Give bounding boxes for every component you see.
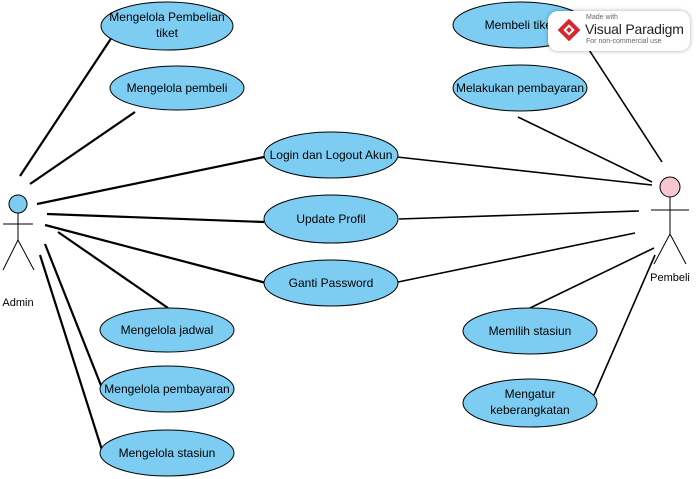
use-case-kelola-stasiun[interactable]: Mengelola stasiun xyxy=(99,429,235,477)
assoc-admin-kelola-stasiun xyxy=(38,254,104,451)
use-case-kelola-pembayaran[interactable]: Mengelola pembayaran xyxy=(99,365,235,413)
assoc-pembeli-ganti-password xyxy=(397,232,636,283)
use-case-kelola-pembelian-tiket[interactable]: Mengelola Pembelian tiket xyxy=(100,1,234,51)
use-case-memilih-stasiun[interactable]: Memilih stasiun xyxy=(462,307,598,355)
use-case-ganti-password[interactable]: Ganti Password xyxy=(263,259,399,307)
use-case-update-profil[interactable]: Update Profil xyxy=(263,194,399,244)
assoc-admin-kelola-pembeli xyxy=(29,111,136,185)
pembeli-actor[interactable] xyxy=(651,176,689,265)
assoc-admin-kelola-jadwal xyxy=(57,231,169,309)
watermark-brand: Visual Paradigm xyxy=(585,21,684,37)
use-case-label: Mengelola pembayaran xyxy=(104,382,229,396)
use-case-label-line1: Mengatur xyxy=(505,387,556,401)
assoc-pembeli-memilih-stasiun xyxy=(529,247,655,309)
admin-label: Admin xyxy=(2,297,33,309)
assoc-pembeli-mengatur-keberangkatan xyxy=(593,254,656,396)
use-case-label-line1: Mengelola Pembelian xyxy=(109,10,224,24)
assoc-pembeli-login-logout xyxy=(396,156,653,186)
admin-actor[interactable] xyxy=(2,194,35,271)
admin-leg-right xyxy=(17,239,35,271)
use-case-mengatur-keberangkatan[interactable]: Mengatur keberangkatan xyxy=(462,378,598,428)
use-case-label: Login dan Logout Akun xyxy=(270,148,393,162)
pembeli-label: Pembeli xyxy=(650,272,690,284)
use-case-label: Memilih stasiun xyxy=(489,324,572,338)
use-case-label: Mengelola jadwal xyxy=(121,323,214,337)
assoc-admin-kelola-pembayaran xyxy=(43,243,104,389)
watermark-made-with: Made with xyxy=(586,14,618,21)
use-case-label: Membeli tiket xyxy=(485,18,556,32)
admin-associations xyxy=(19,33,271,451)
admin-head xyxy=(8,194,28,214)
assoc-admin-ganti-password xyxy=(44,223,271,286)
use-case-kelola-jadwal[interactable]: Mengelola jadwal xyxy=(99,307,235,353)
use-case-label: Update Profil xyxy=(296,212,365,226)
use-case-label-line2: keberangkatan xyxy=(490,403,569,417)
visual-paradigm-watermark: Made with Visual Paradigm For non-commer… xyxy=(548,11,690,51)
use-case-label: Mengelola stasiun xyxy=(119,446,216,460)
assoc-admin-update-profil xyxy=(46,212,265,224)
assoc-pembeli-membeli-tiket xyxy=(579,35,663,163)
assoc-pembeli-update-profil xyxy=(398,210,640,220)
use-case-kelola-pembeli[interactable]: Mengelola pembeli xyxy=(109,65,245,111)
admin-leg-left xyxy=(2,239,19,271)
watermark-note: For non-commercial use xyxy=(586,38,662,45)
assoc-pembeli-melakukan-pembayaran xyxy=(517,116,653,183)
use-case-login-logout-akun[interactable]: Login dan Logout Akun xyxy=(263,131,399,179)
use-case-label: Ganti Password xyxy=(289,276,374,290)
use-case-label-line2: tiket xyxy=(156,26,179,40)
pembeli-leg-right xyxy=(669,233,687,265)
visual-paradigm-logo-icon xyxy=(558,19,580,41)
use-case-label: Mengelola pembeli xyxy=(127,81,228,95)
use-case-label: Melakukan pembayaran xyxy=(456,81,584,95)
pembeli-leg-left xyxy=(653,233,671,265)
assoc-admin-login-logout xyxy=(36,155,265,206)
assoc-admin-kelola-pembelian xyxy=(19,33,115,177)
pembeli-associations xyxy=(396,35,663,396)
use-case-melakukan-pembayaran[interactable]: Melakukan pembayaran xyxy=(452,64,588,112)
pembeli-head xyxy=(659,176,681,198)
